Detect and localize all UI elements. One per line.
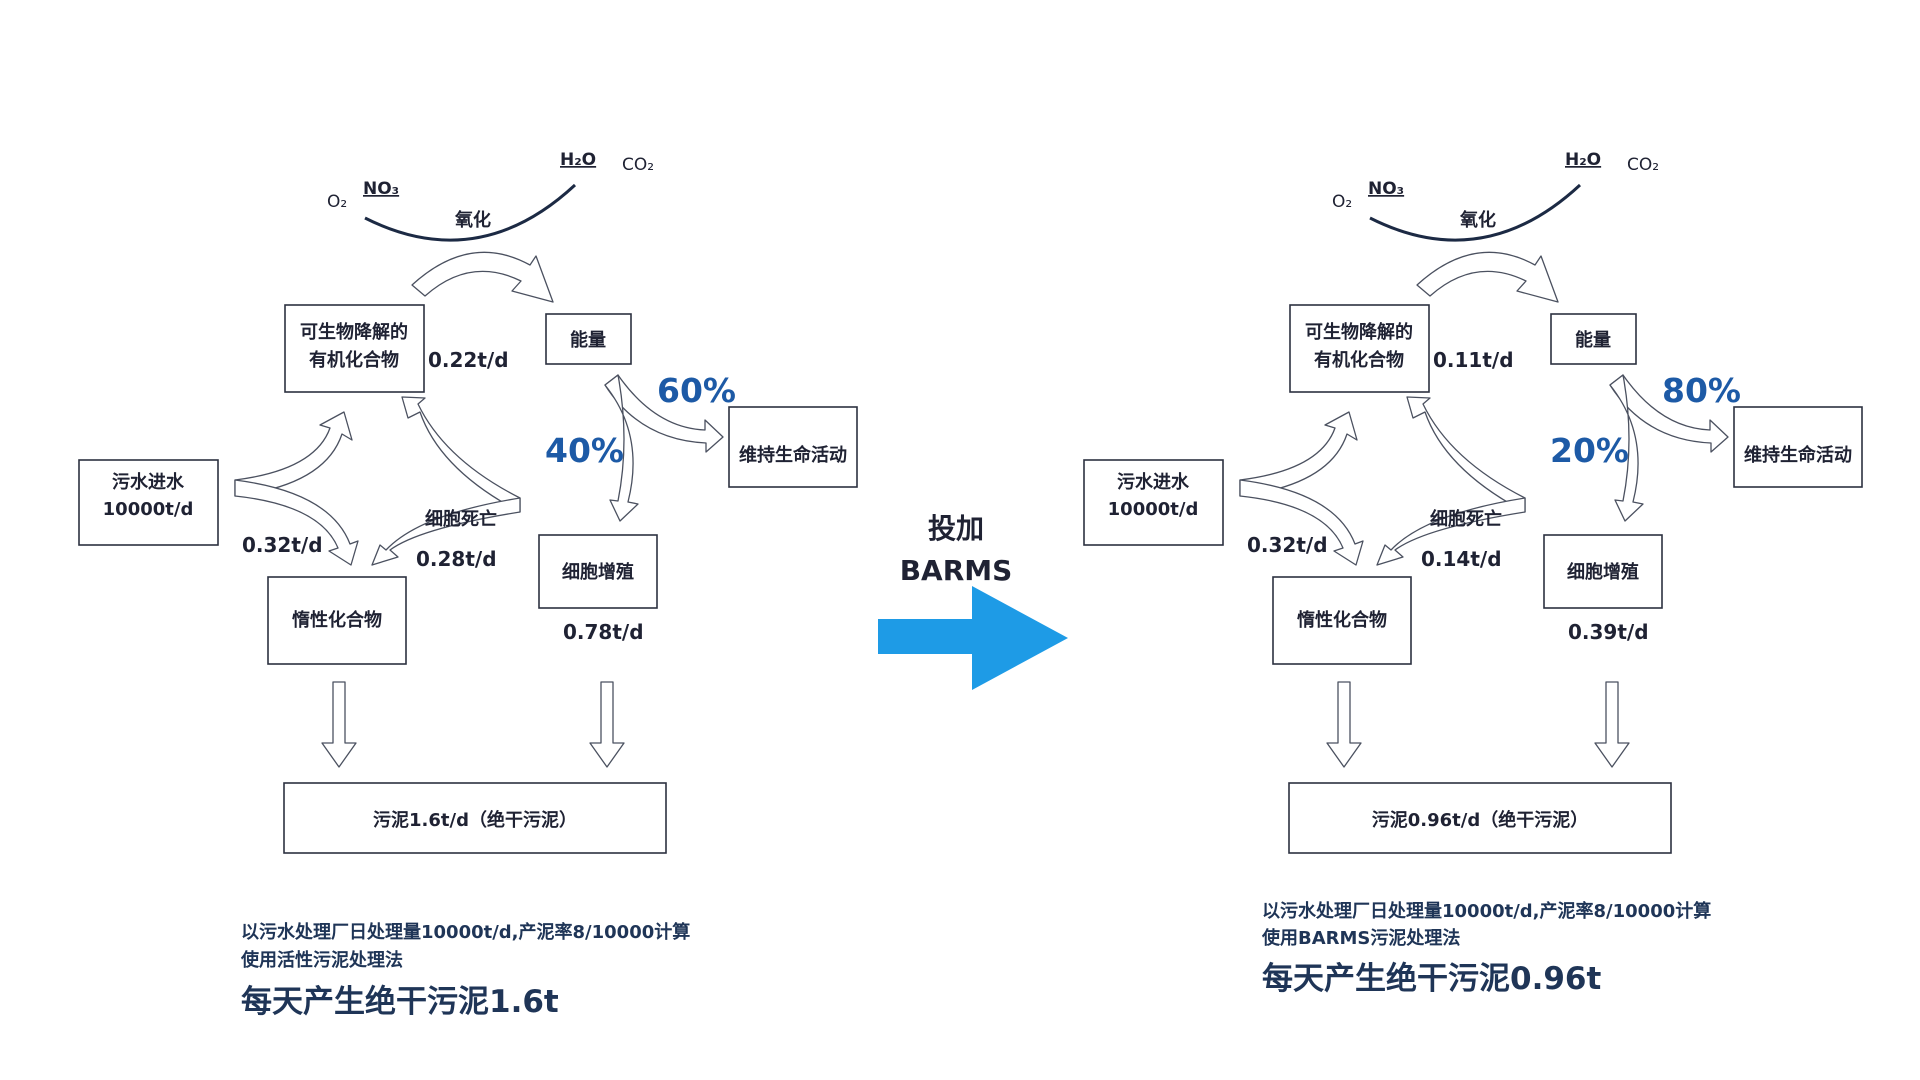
maintenance-box [1733,406,1863,488]
biodegradable-rate: 0.11t/d [1433,348,1514,372]
cell-death-to-biodegradable-arrow [1406,396,1526,513]
inert-compounds-box [1272,576,1412,665]
growth-percent: 20% [1550,431,1629,470]
influent-to-inert-arrow [1239,479,1364,566]
before-summary: 每天产生绝干污泥1.6t [241,984,559,1020]
transition-label-line2: BARMS [900,554,1013,587]
h2o-label: H₂O [560,150,596,170]
energy-to-growth-arrow [1609,374,1644,522]
after-summary: 每天产生绝干污泥0.96t [1262,961,1601,997]
inert-to-sludge-arrow [321,681,357,768]
influent-label-line2: 10000t/d [103,499,194,520]
sludge-label: 污泥0.96t/d（绝干污泥） [1372,809,1588,831]
cell-death-label: 细胞死亡 [1430,508,1502,530]
biodegradable-label-line1: 可生物降解的 [300,321,408,343]
oxidation-to-energy-arrow [1416,251,1559,303]
biodegradable-label-line2: 有机化合物 [1314,349,1404,371]
sludge-box [1288,782,1672,854]
oxidation-label: 氧化 [1459,209,1496,231]
sludge-box [283,782,667,854]
no3-label: NO₃ [363,179,399,199]
o2-label: O₂ [1332,192,1352,212]
right-arrow-icon [878,586,1068,690]
cell-growth-label: 细胞增殖 [562,561,634,583]
biodegradable-rate: 0.22t/d [428,348,509,372]
cell-growth-box [1543,534,1663,609]
influent-to-inert-arrow [234,479,359,566]
influent-to-biodegradable-arrow [1239,411,1358,497]
cell-death-label: 细胞死亡 [425,508,497,530]
growth-to-sludge-arrow [1594,681,1630,768]
influent-label-line2: 10000t/d [1108,499,1199,520]
cell-death-to-inert-arrow [1376,497,1526,566]
co2-label: CO₂ [1627,155,1659,175]
no3-label: NO₃ [1368,179,1404,199]
influent-box [78,459,219,546]
influent-to-biodegradable-arrow [234,411,353,497]
inert-compounds-label: 惰性化合物 [292,609,382,631]
energy-to-maintenance-arrow [604,374,724,453]
cell-death-to-biodegradable-arrow [401,396,521,513]
sludge-label: 污泥1.6t/d（绝干污泥） [373,809,577,831]
influent-label-line1: 污水进水 [1117,471,1190,493]
after-note-line2: 使用BARMS污泥处理法 [1261,927,1460,949]
transition-label-line1: 投加 [928,512,984,545]
inert-compounds-box [267,576,407,665]
cell-growth-label: 细胞增殖 [1567,561,1639,583]
after-note-line1: 以污水处理厂日处理量10000t/d,产泥率8/10000计算 [1262,900,1711,922]
maintenance-label: 维持生命活动 [739,444,847,466]
biodegradable-organics-box [1289,304,1430,393]
oxidation-to-energy-arrow [411,251,554,303]
biodegradable-organics-box [284,304,425,393]
inert-rate: 0.32t/d [1247,533,1328,557]
energy-box [1550,313,1637,365]
maintenance-percent: 60% [657,371,736,410]
co2-label: CO₂ [622,155,654,175]
o2-label: O₂ [327,192,347,212]
growth-to-sludge-arrow [589,681,625,768]
cell-death-to-inert-arrow [371,497,521,566]
energy-label: 能量 [1575,329,1611,351]
influent-label-line1: 污水进水 [112,471,185,493]
maintenance-percent: 80% [1662,371,1741,410]
oxidation-curve [1369,183,1582,242]
after-panel: O₂ NO₃ H₂O CO₂ 氧化 可生物降解的 有机化合物 0.11t/d 能… [1083,150,1863,854]
maintenance-box [728,406,858,488]
cell-growth-box [538,534,658,609]
biodegradable-label-line2: 有机化合物 [309,349,399,371]
before-panel: O₂ NO₃ H₂O CO₂ 氧化 可生物降解的 有机化合物 0.22t/d 能… [78,150,858,854]
energy-label: 能量 [570,329,606,351]
influent-box [1083,459,1224,546]
cell-death-rate: 0.28t/d [416,547,497,571]
cell-death-rate: 0.14t/d [1421,547,1502,571]
inert-to-sludge-arrow [1326,681,1362,768]
cell-growth-rate: 0.39t/d [1568,620,1649,644]
before-note-line2: 使用活性污泥处理法 [240,949,403,971]
energy-box [545,313,632,365]
growth-percent: 40% [545,431,624,470]
before-note-line1: 以污水处理厂日处理量10000t/d,产泥率8/10000计算 [241,921,690,943]
oxidation-curve [364,183,577,242]
h2o-label: H₂O [1565,150,1601,170]
energy-to-maintenance-arrow [1609,374,1729,453]
oxidation-label: 氧化 [454,209,491,231]
inert-rate: 0.32t/d [242,533,323,557]
biodegradable-label-line1: 可生物降解的 [1305,321,1413,343]
maintenance-label: 维持生命活动 [1744,444,1852,466]
cell-growth-rate: 0.78t/d [563,620,644,644]
energy-to-growth-arrow [604,374,639,522]
inert-compounds-label: 惰性化合物 [1297,609,1387,631]
